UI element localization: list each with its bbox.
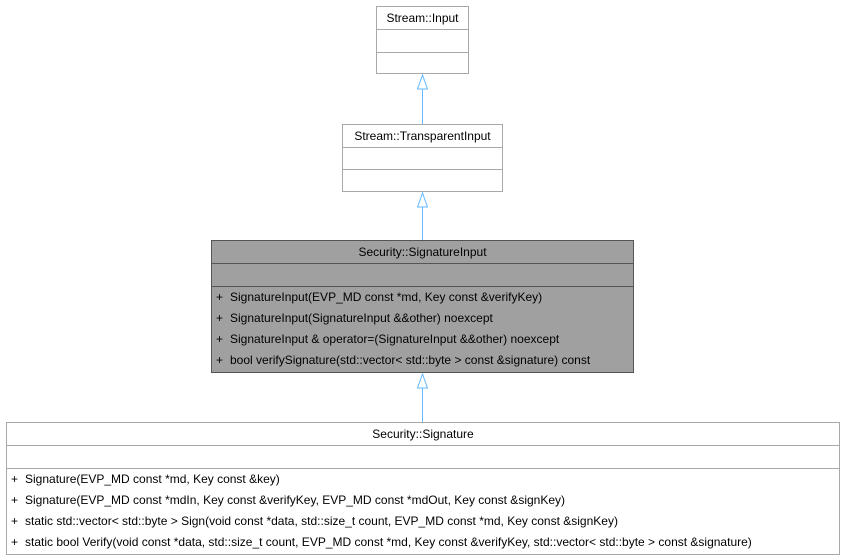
visibility-marker: +: [11, 535, 19, 549]
visibility-marker: +: [11, 493, 19, 507]
visibility-marker: +: [11, 472, 19, 486]
method-row[interactable]: + SignatureInput(EVP_MD const *md, Key co…: [212, 287, 633, 308]
method-signature: Signature(EVP_MD const *md, Key const &k…: [25, 472, 280, 486]
method-row[interactable]: + static bool Verify(void const *data, st…: [7, 532, 839, 553]
methods-section: + Signature(EVP_MD const *md, Key const &…: [7, 468, 839, 553]
class-security-signature-input[interactable]: Security::SignatureInput +SignatureInput…: [211, 240, 634, 373]
class-name: Stream::TransparentInput: [354, 129, 491, 143]
visibility-marker: +: [216, 311, 224, 325]
inheritance-arrow-transparent-to-input: [416, 73, 429, 124]
class-security-signature[interactable]: Security::Signature +Signature(EVP_MD co…: [6, 422, 840, 555]
method-row[interactable]: + SignatureInput(SignatureInput &&other) …: [212, 308, 633, 329]
visibility-marker: +: [11, 514, 19, 528]
visibility-marker: +: [216, 353, 224, 367]
inheritance-arrow-signature-to-signatureinput: [416, 372, 429, 422]
class-name: Security::Signature: [372, 427, 474, 441]
attributes-section: [343, 147, 502, 169]
method-row[interactable]: + Signature(EVP_MD const *md, Key const &…: [7, 469, 839, 490]
method-signature: static std::vector< std::byte > Sign(voi…: [25, 514, 618, 528]
method-signature: SignatureInput & operator=(SignatureInpu…: [230, 332, 560, 346]
method-signature: SignatureInput(EVP_MD const *md, Key con…: [230, 290, 543, 304]
class-stream-transparent-input[interactable]: Stream::TransparentInput: [342, 124, 503, 192]
method-signature: static bool Verify(void const *data, std…: [25, 535, 752, 549]
methods-section: [343, 169, 502, 191]
class-stream-input[interactable]: Stream::Input: [376, 6, 469, 74]
visibility-marker: +: [216, 290, 224, 304]
method-row[interactable]: + Signature(EVP_MD const *mdIn, Key const…: [7, 490, 839, 511]
class-name: Stream::Input: [386, 11, 459, 25]
methods-section: + SignatureInput(EVP_MD const *md, Key co…: [212, 286, 633, 371]
attributes-section: [7, 445, 839, 468]
inheritance-arrow-signatureinput-to-transparent: [416, 191, 429, 240]
method-row[interactable]: + static std::vector< std::byte > Sign(vo…: [7, 511, 839, 532]
methods-section: [377, 52, 468, 73]
visibility-marker: +: [216, 332, 224, 346]
attributes-section: [377, 29, 468, 52]
class-name: Security::SignatureInput: [358, 245, 487, 259]
method-signature: bool verifySignature(std::vector< std::b…: [230, 353, 591, 367]
method-row[interactable]: + SignatureInput & operator=(SignatureInp…: [212, 329, 633, 350]
attributes-section: [212, 263, 633, 286]
method-signature: Signature(EVP_MD const *mdIn, Key const …: [25, 493, 565, 507]
method-signature: SignatureInput(SignatureInput &&other) n…: [230, 311, 493, 325]
method-row[interactable]: + bool verifySignature(std::vector< std::…: [212, 350, 633, 371]
